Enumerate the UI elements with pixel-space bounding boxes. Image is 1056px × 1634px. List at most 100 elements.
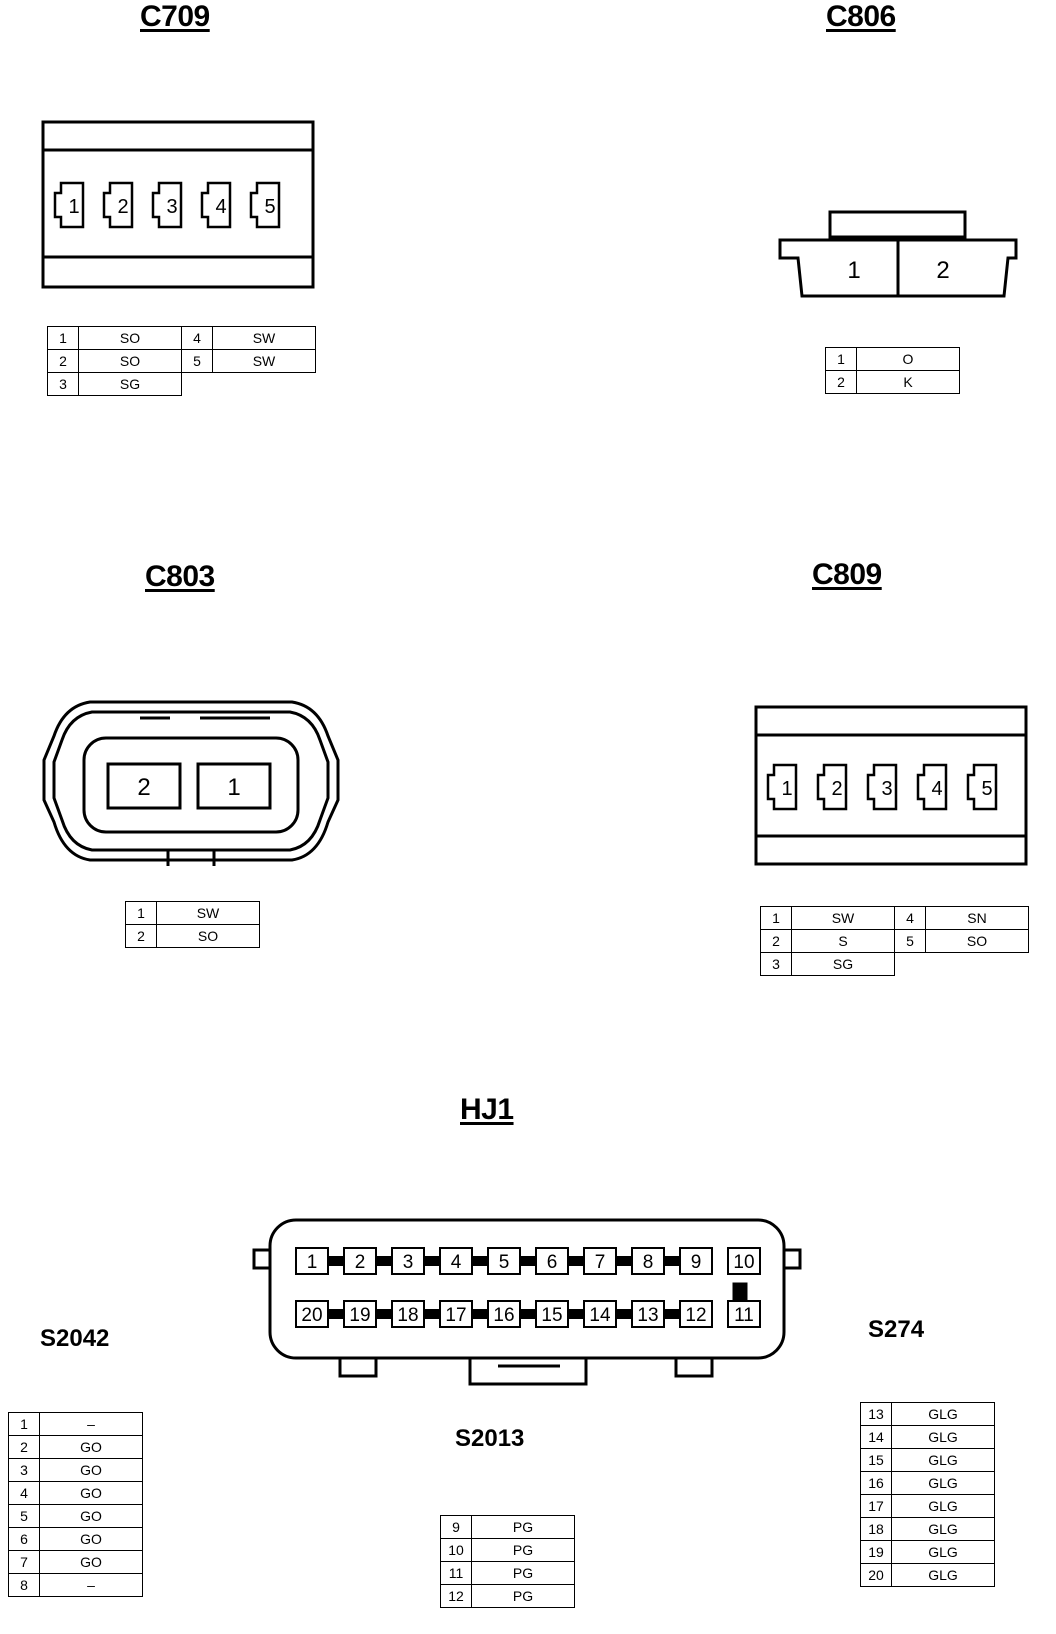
hj1-pin-label: 15 <box>541 1305 562 1326</box>
hj1-title: HJ1 <box>460 1093 514 1126</box>
hj1-pin-label: 7 <box>595 1252 606 1273</box>
c806-connector-face <box>778 210 1018 298</box>
pin-number: 3 <box>760 952 792 976</box>
pin-number: 13 <box>860 1402 892 1426</box>
pin-number: 14 <box>860 1425 892 1449</box>
table-row: 2 K <box>825 370 960 394</box>
hj1-bus-link <box>376 1309 392 1319</box>
wire-color: SG <box>791 952 895 976</box>
hj1-pin-cell <box>679 1247 713 1275</box>
pin-number: 1 <box>825 347 857 371</box>
wire-color: GLG <box>891 1517 995 1541</box>
hj1-pin-cell <box>439 1300 473 1328</box>
hj1-pin-label: 20 <box>301 1305 322 1326</box>
c809-terminal-cavity <box>866 763 898 811</box>
pin-number: 2 <box>825 370 857 394</box>
wire-color: SW <box>212 349 316 373</box>
c809-terminal-cavity <box>766 763 798 811</box>
c809-title: C809 <box>812 558 882 591</box>
hj1-bus-link <box>616 1309 632 1319</box>
c806-pin-table: 1 O 2 K <box>825 347 960 394</box>
hj1-pin-label: 14 <box>589 1305 611 1326</box>
hj1-pin-cell <box>679 1300 713 1328</box>
hj1-bus-link <box>616 1256 632 1266</box>
c809-terminal-cavity <box>816 763 848 811</box>
pin-number: 1 <box>760 906 792 930</box>
pin-number: 1 <box>125 901 157 925</box>
wire-color: PG <box>471 1561 575 1585</box>
pin-number: 19 <box>860 1540 892 1564</box>
hj1-bus-link <box>520 1309 536 1319</box>
wire-color: SW <box>156 901 260 925</box>
hj1-pin-label: 8 <box>643 1252 654 1273</box>
wire-color: GO <box>39 1481 143 1505</box>
pin-number: 11 <box>440 1561 472 1585</box>
c709-pin-label: 5 <box>264 196 275 218</box>
c809-pin-label: 3 <box>881 778 892 800</box>
hj1-pin-label: 17 <box>445 1305 466 1326</box>
pin-number: 6 <box>8 1527 40 1551</box>
wire-color: SW <box>212 326 316 350</box>
c803-pin-table: 1 SW 2 SO <box>125 901 260 948</box>
hj1-bus-link <box>472 1256 488 1266</box>
c806-pin-2: 2 <box>936 257 949 284</box>
wire-color: SO <box>78 326 182 350</box>
pin-number: 4 <box>8 1481 40 1505</box>
wire-color: – <box>39 1412 143 1436</box>
c809-terminal-cavity <box>916 763 948 811</box>
c803-title: C803 <box>145 560 215 593</box>
c709-terminal-cavity <box>53 181 85 229</box>
pin-number: 5 <box>894 929 926 953</box>
hj1-bus-link <box>664 1256 680 1266</box>
c803-connector-face <box>42 700 340 866</box>
hj1-pin-label: 11 <box>734 1305 754 1326</box>
table-row: 1 SW 4 SN <box>760 906 1029 930</box>
hj1-pin-cell <box>343 1300 377 1328</box>
pin-number: 17 <box>860 1494 892 1518</box>
table-row: 2 SO <box>125 924 260 948</box>
wire-color: PG <box>471 1515 575 1539</box>
wire-color: GLG <box>891 1448 995 1472</box>
wire-color: SW <box>791 906 895 930</box>
s274-title: S274 <box>868 1316 925 1343</box>
hj1-bus-link <box>328 1256 344 1266</box>
hj1-pin-label: 9 <box>691 1252 702 1273</box>
table-row: 3 SG <box>47 372 316 396</box>
hj1-bus-link <box>520 1256 536 1266</box>
hj1-pin-label: 19 <box>349 1305 370 1326</box>
hj1-pin-label: 3 <box>403 1252 414 1273</box>
hj1-pin-label: 16 <box>493 1305 514 1326</box>
table-row: 1 SO 4 SW <box>47 326 316 350</box>
pin-number: 9 <box>440 1515 472 1539</box>
hj1-bus-link <box>472 1309 488 1319</box>
hj1-pin-label: 12 <box>685 1305 706 1326</box>
c809-pin-label: 4 <box>931 778 942 800</box>
wire-color: GLG <box>891 1540 995 1564</box>
wire-color: GLG <box>891 1563 995 1587</box>
wire-color: GO <box>39 1527 143 1551</box>
hj1-pin-cell <box>391 1300 425 1328</box>
hj1-pin-cell <box>487 1247 521 1275</box>
hj1-pin-cell <box>535 1300 569 1328</box>
pin-number: 5 <box>8 1504 40 1528</box>
hj1-pin-cell <box>727 1300 761 1328</box>
pin-number: 2 <box>125 924 157 948</box>
c709-pin-label: 2 <box>117 196 128 218</box>
hj1-bus-link <box>568 1256 584 1266</box>
hj1-pin-cell <box>631 1300 665 1328</box>
c709-title: C709 <box>140 0 210 33</box>
wire-color: PG <box>471 1538 575 1562</box>
c709-connector-face <box>41 120 315 289</box>
